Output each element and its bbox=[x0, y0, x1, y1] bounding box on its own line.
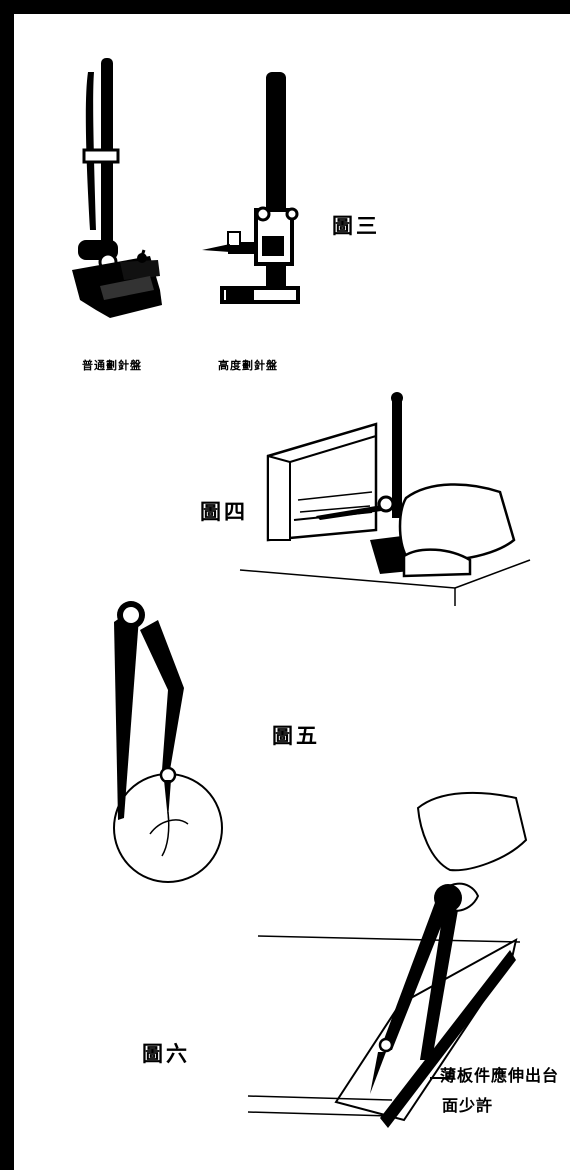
scribing-scene-illustration bbox=[239, 392, 531, 606]
divider-circle-illustration bbox=[113, 601, 223, 883]
figure-4-label: 圖四 bbox=[200, 499, 248, 524]
surface-gauge-illustration bbox=[72, 58, 162, 318]
figure-3-caption-height: 高度劃針盤 bbox=[218, 359, 278, 372]
page-border-left bbox=[0, 0, 14, 1170]
page-border-top bbox=[0, 0, 570, 14]
figure-6-note-line2: 面少許 bbox=[442, 1096, 494, 1115]
figure-3-label: 圖三 bbox=[332, 213, 380, 238]
sheet-metal-scribing-illustration bbox=[247, 791, 528, 1128]
figure-6-label: 圖六 bbox=[142, 1041, 190, 1066]
figure-5-label: 圖五 bbox=[272, 723, 320, 748]
figure-3-caption-standard: 普通劃針盤 bbox=[82, 359, 142, 372]
height-gauge-illustration bbox=[202, 72, 300, 304]
figure-6-note-line1: 薄板件應伸出台 bbox=[440, 1066, 560, 1085]
